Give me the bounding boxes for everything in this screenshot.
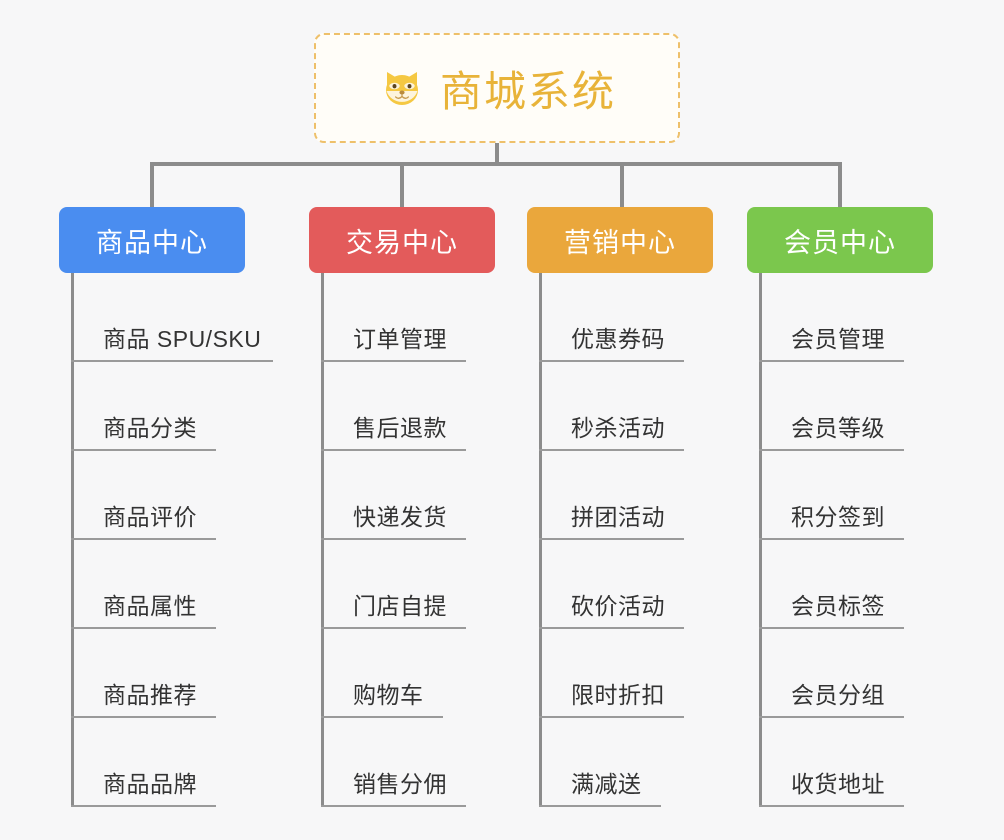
branch-spine: [71, 273, 74, 807]
branch-header-member[interactable]: 会员中心: [747, 207, 933, 273]
leaf-underline: [321, 627, 466, 629]
leaf-label: 砍价活动: [571, 593, 665, 619]
leaf-underline: [759, 627, 904, 629]
leaf-underline: [71, 360, 273, 362]
connector-drop-2: [400, 162, 404, 209]
leaf-underline: [71, 538, 216, 540]
leaf-label: 会员标签: [791, 593, 885, 619]
branch-header-trade[interactable]: 交易中心: [309, 207, 495, 273]
leaf-label: 售后退款: [353, 415, 447, 441]
leaf-label: 商品属性: [103, 593, 197, 619]
leaf-underline: [759, 449, 904, 451]
leaf-underline: [71, 805, 216, 807]
branch-spine: [539, 273, 542, 807]
leaf-label: 商品 SPU/SKU: [103, 326, 262, 352]
leaf-label: 销售分佣: [353, 771, 447, 797]
connector-drop-1: [150, 162, 154, 209]
root-node[interactable]: 商城系统: [314, 33, 680, 143]
leaf-underline: [321, 360, 466, 362]
leaf-label: 快递发货: [353, 504, 447, 530]
branch-spine: [759, 273, 762, 807]
leaf-underline: [71, 449, 216, 451]
branch-header-label: 商品中心: [96, 227, 208, 258]
connector-horizontal-bus: [150, 162, 840, 166]
leaf-underline: [71, 627, 216, 629]
branch-spine: [321, 273, 324, 807]
leaf-label: 商品分类: [103, 415, 197, 441]
leaf-underline: [539, 627, 684, 629]
leaf-underline: [321, 538, 466, 540]
leaf-underline: [321, 805, 466, 807]
leaf-label: 商品评价: [103, 504, 197, 530]
leaf-underline: [539, 538, 684, 540]
root-title: 商城系统: [439, 67, 616, 115]
leaf-underline: [321, 449, 466, 451]
leaf-label: 秒杀活动: [571, 415, 665, 441]
leaf-label: 满减送: [571, 771, 642, 797]
leaf-label: 积分签到: [791, 504, 885, 530]
leaf-label: 会员管理: [791, 326, 885, 352]
leaf-underline: [539, 805, 661, 807]
shiba-dog-face-icon: [378, 64, 426, 112]
branch-header-product[interactable]: 商品中心: [59, 207, 245, 273]
leaf-underline: [321, 716, 443, 718]
branch-header-label: 会员中心: [784, 227, 896, 258]
leaf-label: 限时折扣: [571, 682, 665, 708]
branch-header-marketing[interactable]: 营销中心: [527, 207, 713, 273]
leaf-label: 购物车: [353, 682, 424, 708]
leaf-underline: [759, 805, 904, 807]
leaf-label: 订单管理: [353, 326, 447, 352]
leaf-underline: [759, 716, 904, 718]
leaf-label: 拼团活动: [571, 504, 665, 530]
leaf-label: 商品推荐: [103, 682, 197, 708]
leaf-label: 门店自提: [353, 593, 447, 619]
leaf-underline: [759, 538, 904, 540]
leaf-label: 会员等级: [791, 415, 885, 441]
connector-drop-3: [620, 162, 624, 209]
leaf-label: 优惠券码: [571, 326, 665, 352]
leaf-underline: [539, 449, 684, 451]
connector-drop-4: [838, 162, 842, 209]
leaf-label: 收货地址: [791, 771, 885, 797]
branch-header-label: 营销中心: [564, 227, 676, 258]
branch-header-label: 交易中心: [346, 227, 458, 258]
leaf-underline: [759, 360, 904, 362]
leaf-underline: [539, 716, 684, 718]
leaf-label: 商品品牌: [103, 771, 197, 797]
leaf-label: 会员分组: [791, 682, 885, 708]
leaf-underline: [71, 716, 216, 718]
connector-root-stem: [495, 143, 499, 164]
leaf-underline: [539, 360, 684, 362]
